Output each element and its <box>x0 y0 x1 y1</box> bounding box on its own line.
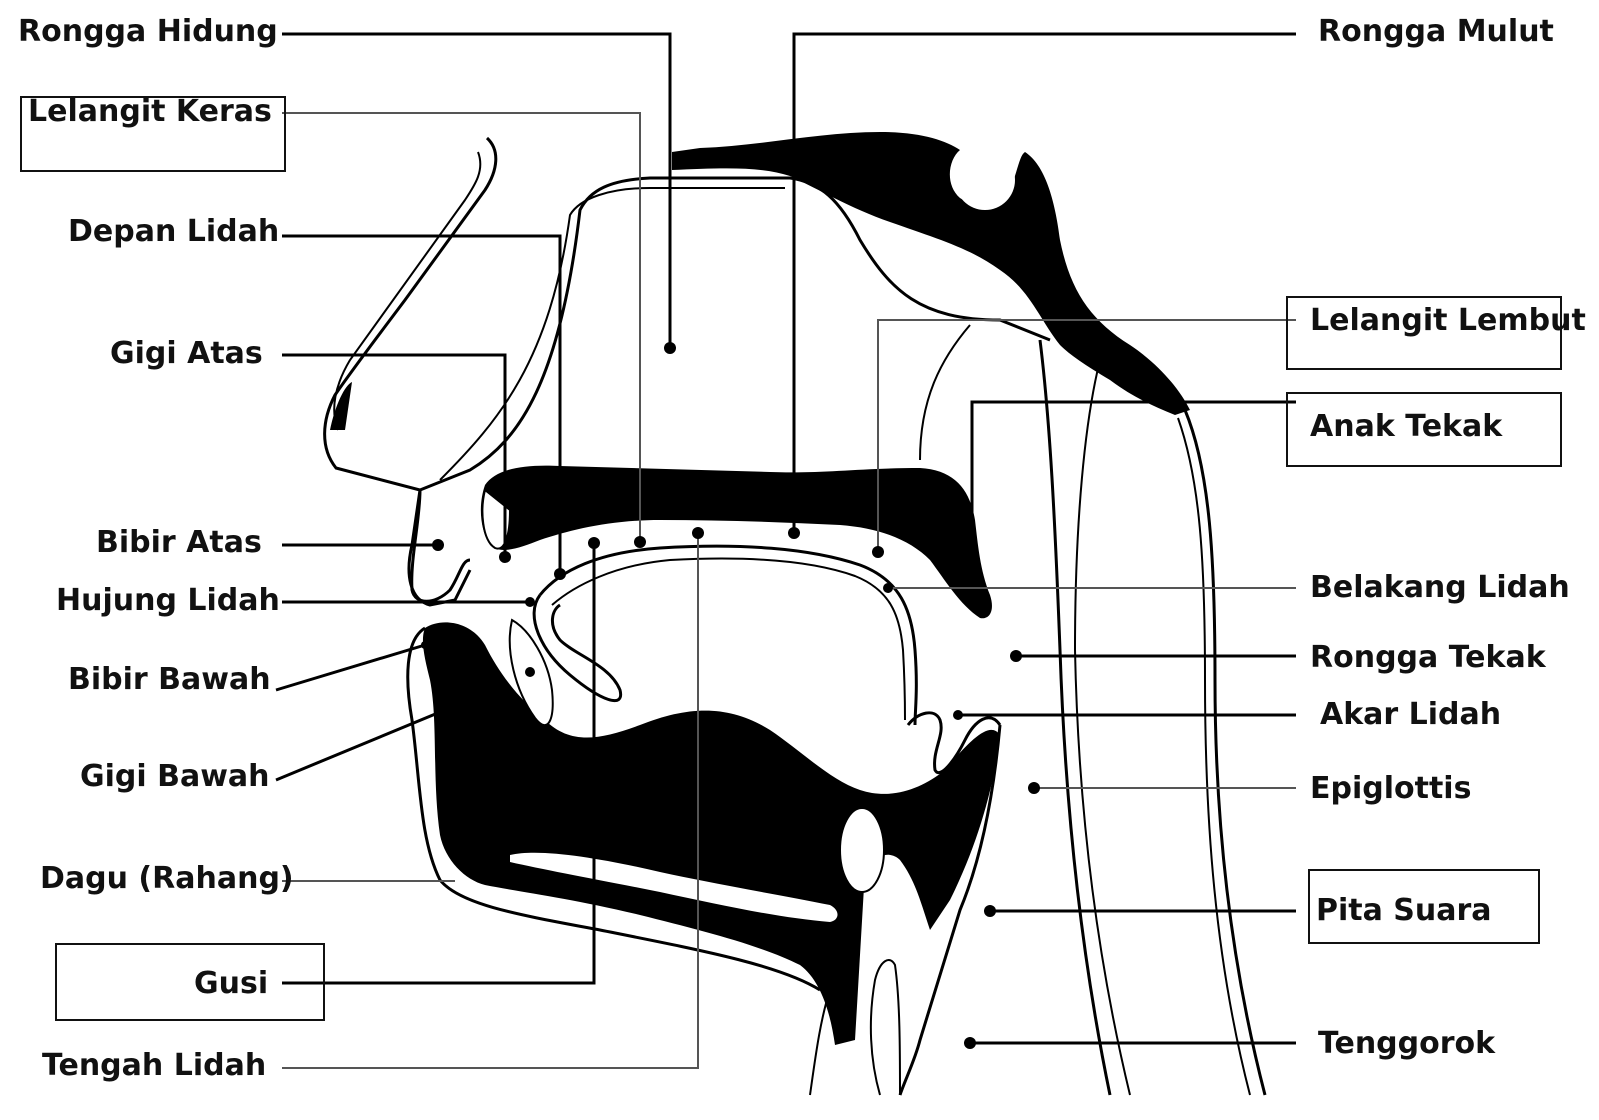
hard-palate-band <box>481 466 992 619</box>
tongue-inner <box>552 559 905 720</box>
dot-tengah-lidah <box>692 527 704 539</box>
label-bibir-bawah: Bibir Bawah <box>68 662 271 698</box>
label-gigi-bawah: Gigi Bawah <box>80 759 270 795</box>
label-tenggorok: Tenggorok <box>1318 1026 1495 1062</box>
esophagus-wall-2 <box>1178 418 1250 1095</box>
dot-bibir-atas <box>432 539 444 551</box>
dot-akar-lidah <box>953 710 963 720</box>
nasal-septum <box>334 152 480 430</box>
nasal-cavity-inner <box>440 188 785 480</box>
tongue-outline <box>540 546 916 725</box>
dot-pita-suara <box>984 905 996 917</box>
dot-tenggorok <box>964 1037 976 1049</box>
dot-epiglottis <box>1028 782 1040 794</box>
dot-lelangit-keras <box>634 536 646 548</box>
leader-gigi-bawah <box>276 710 445 780</box>
label-epiglottis: Epiglottis <box>1310 771 1471 807</box>
label-rongga-hidung: Rongga Hidung <box>18 14 278 50</box>
dot-rongga-mulut <box>788 527 800 539</box>
label-lelangit-keras: Lelangit Keras <box>28 94 272 130</box>
soft-palate-arc <box>920 325 970 460</box>
dot-belakang-lidah <box>883 583 893 593</box>
box-gusi <box>55 943 325 1021</box>
label-rongga-mulut: Rongga Mulut <box>1318 14 1554 50</box>
label-tengah-lidah: Tengah Lidah <box>42 1048 266 1084</box>
dot-depan-lidah <box>554 568 566 580</box>
label-anak-tekak: Anak Tekak <box>1310 409 1502 445</box>
dot-rongga-tekak <box>1010 650 1022 662</box>
leader-bibir-bawah <box>276 645 425 690</box>
dot-lelangit-lembut <box>872 546 884 558</box>
label-belakang-lidah: Belakang Lidah <box>1310 570 1570 606</box>
label-depan-lidah: Depan Lidah <box>68 214 279 250</box>
label-lelangit-lembut: Lelangit Lembut <box>1310 303 1586 339</box>
label-rongga-tekak: Rongga Tekak <box>1310 640 1546 676</box>
dot-lower-tooth <box>525 667 535 677</box>
label-dagu-rahang: Dagu (Rahang) <box>40 861 294 897</box>
label-hujung-lidah: Hujung Lidah <box>56 583 280 619</box>
label-gusi: Gusi <box>194 966 268 1002</box>
skull-base-mass <box>672 132 1190 415</box>
esophagus-wall <box>1185 410 1265 1095</box>
leader-gigi-atas <box>282 355 505 557</box>
dot-hujung-lidah <box>525 597 535 607</box>
leader-anak-tekak <box>972 402 1296 535</box>
dot-gigi-atas <box>499 551 511 563</box>
label-bibir-atas: Bibir Atas <box>96 525 262 561</box>
trachea-left <box>871 960 900 1095</box>
nose-outline <box>325 138 496 605</box>
label-pita-suara: Pita Suara <box>1316 893 1492 929</box>
label-gigi-atas: Gigi Atas <box>110 336 263 372</box>
ear-cavity <box>955 150 1015 210</box>
hyoid-bone <box>840 808 884 892</box>
dot-bibir-bawah <box>421 641 429 649</box>
pharynx-wall-2 <box>1075 360 1130 1095</box>
pharynx-wall-1 <box>1040 340 1110 1095</box>
dot-rongga-hidung <box>664 342 676 354</box>
dot-gusi <box>588 537 600 549</box>
label-akar-lidah: Akar Lidah <box>1320 697 1501 733</box>
